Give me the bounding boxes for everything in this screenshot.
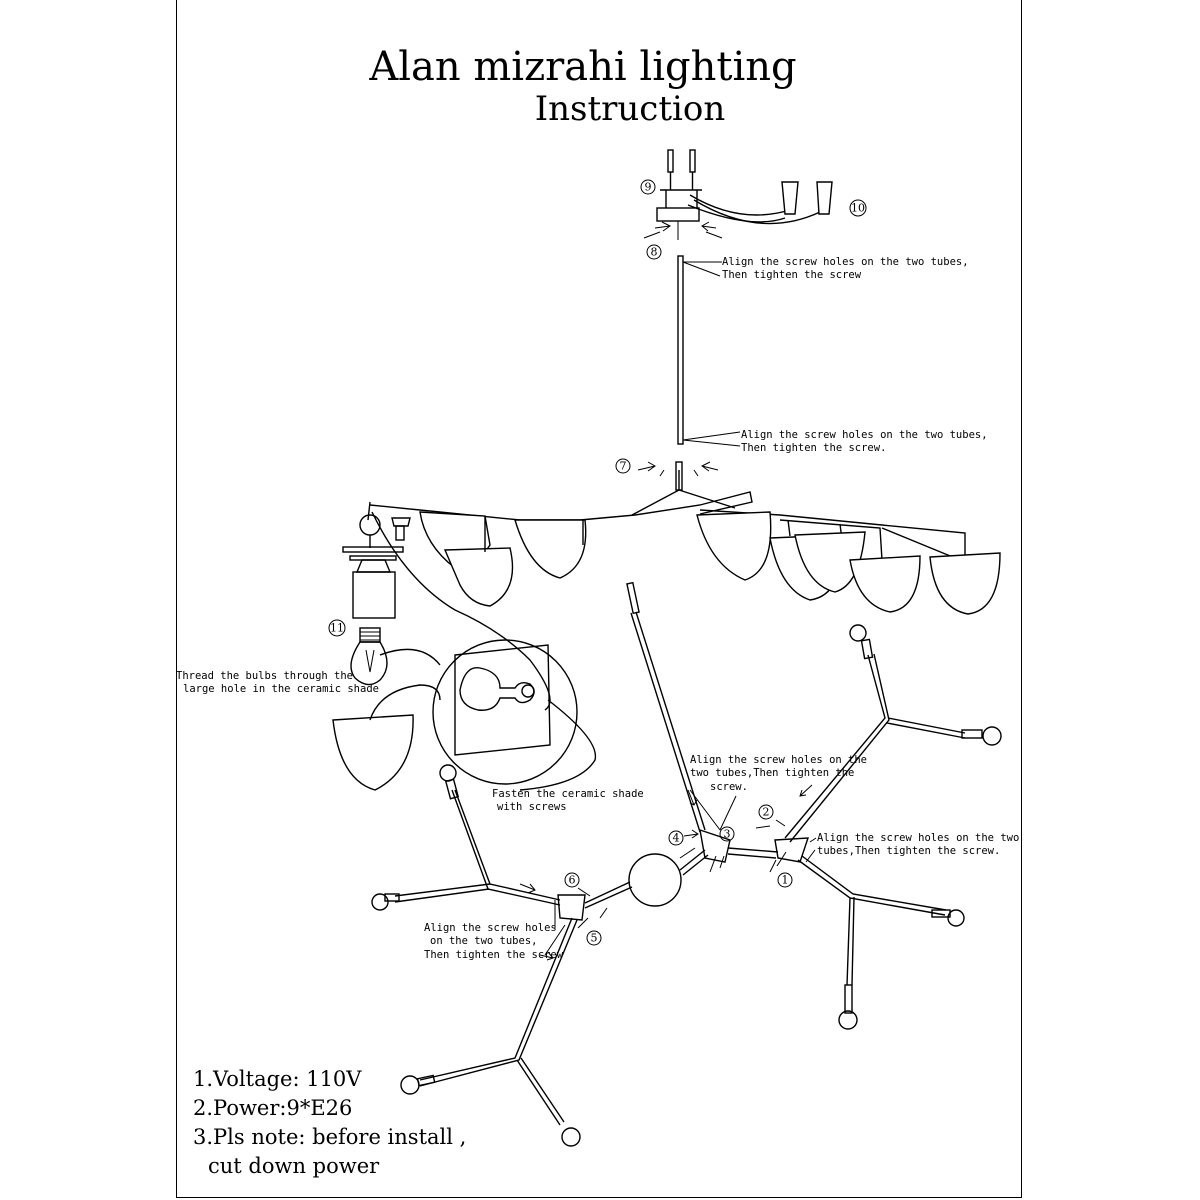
spec-voltage: 1.Voltage: 110V: [193, 1067, 362, 1091]
note-align-middle: Align the screw holes on the two tubes, …: [741, 429, 988, 454]
svg-text:tubes,Then tighten the screw.: tubes,Then tighten the screw.: [817, 845, 1000, 857]
svg-text:screw.: screw.: [710, 781, 748, 793]
svg-text:large hole in the ceramic shad: large hole in the ceramic shade: [183, 683, 379, 695]
note-align-left: Align the screw holes on the two tubes, …: [424, 922, 564, 961]
part-number-8: 8: [646, 244, 662, 260]
svg-text:on the two tubes,: on the two tubes,: [430, 935, 537, 947]
svg-text:Align the screw holes on the t: Align the screw holes on the two: [817, 832, 1019, 844]
lower-branch-assembly: [371, 581, 1002, 1147]
part-number-7: 7: [615, 458, 631, 474]
part-number-9: 9: [640, 179, 656, 195]
page-subtitle: Instruction: [535, 89, 726, 129]
canopy-plate: [656, 207, 700, 222]
canopy-hardware: [643, 149, 833, 240]
shade-upper-2: [443, 547, 514, 607]
center-globe: [628, 853, 682, 907]
svg-text:Align the screw holes on the: Align the screw holes on the: [690, 754, 867, 766]
drop-tube: [677, 255, 684, 445]
note-thread-bulbs: Thread the bulbs through the large hole …: [176, 670, 379, 695]
svg-text:Align the screw holes on the t: Align the screw holes on the two tubes,: [722, 256, 969, 268]
page-title: Alan mizrahi lighting: [368, 44, 796, 90]
shade-upper-4: [696, 511, 772, 581]
svg-text:5: 5: [591, 932, 598, 945]
svg-text:two tubes,Then tighten the: two tubes,Then tighten the: [690, 767, 854, 779]
svg-text:6: 6: [569, 874, 576, 887]
svg-text:11: 11: [330, 622, 344, 635]
specifications: 1.Voltage: 110V 2.Power:9*E26 3.Pls note…: [193, 1067, 466, 1178]
svg-text:Fasten the ceramic shade: Fasten the ceramic shade: [492, 788, 644, 800]
canopy-cup-left: [781, 181, 799, 215]
svg-text:Then tighten the screw: Then tighten the screw: [424, 949, 564, 961]
upper-fixture-assembly: [367, 470, 1001, 615]
svg-text:Then tighten the screw.: Then tighten the screw.: [741, 442, 886, 454]
svg-text:Then tighten the screw: Then tighten the screw: [722, 269, 862, 281]
shade-upper-8: [929, 552, 1001, 615]
part-number-5: 5: [586, 930, 602, 946]
svg-text:10: 10: [851, 202, 865, 215]
svg-text:Align the screw holes: Align the screw holes: [424, 922, 557, 934]
socket-assembly: [342, 511, 551, 711]
shade-detail-magnifier: [379, 639, 597, 791]
svg-text:1: 1: [782, 874, 789, 887]
ceramic-socket: [352, 571, 396, 619]
note-align-right: Align the screw holes on the two tubes,T…: [817, 832, 1019, 857]
bulb-icon: [350, 627, 388, 686]
part-number-4: 4: [668, 830, 684, 846]
note-align-center: Align the screw holes on the two tubes,T…: [690, 754, 867, 793]
note-fasten-shade: Fasten the ceramic shade with screws: [492, 788, 644, 813]
shade-upper-7: [849, 555, 921, 613]
shade-upper-3: [514, 519, 587, 579]
svg-text:Align the screw holes on the t: Align the screw holes on the two tubes,: [741, 429, 988, 441]
mounting-screw-left: [667, 149, 674, 190]
part-number-1: 1: [777, 872, 793, 888]
spec-power: 2.Power:9*E26: [193, 1096, 352, 1120]
svg-text:2: 2: [763, 806, 770, 819]
svg-text:Thread the bulbs through the: Thread the bulbs through the: [176, 670, 353, 682]
svg-text:9: 9: [645, 181, 652, 194]
part-number-3: 3: [719, 826, 735, 842]
canopy-cup-right: [816, 181, 833, 215]
part-number-10: 10: [849, 199, 867, 217]
svg-text:8: 8: [651, 246, 658, 259]
svg-text:7: 7: [620, 460, 627, 473]
note-align-top: Align the screw holes on the two tubes, …: [722, 256, 969, 281]
spec-note-continued: cut down power: [208, 1154, 380, 1178]
svg-text:with screws: with screws: [497, 801, 567, 813]
svg-text:4: 4: [673, 832, 680, 845]
part-number-2: 2: [758, 804, 774, 820]
part-number-6: 6: [564, 872, 580, 888]
shade-upper-6: [794, 531, 866, 593]
mounting-screw-right: [689, 149, 696, 190]
svg-text:3: 3: [724, 828, 731, 841]
instruction-sheet-frame: [176, 0, 1022, 1198]
loose-ceramic-shade: [332, 714, 414, 791]
part-number-11: 11: [328, 619, 346, 637]
spec-note: 3.Pls note: before install ,: [193, 1125, 466, 1149]
